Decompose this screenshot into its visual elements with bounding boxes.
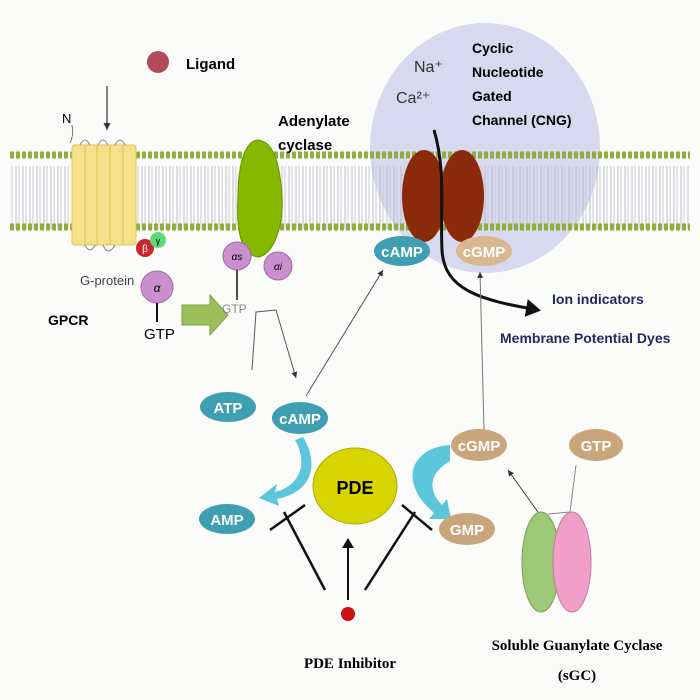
calcium-label: Ca²⁺ xyxy=(396,90,430,107)
cgmp-hydrolysis-arrow xyxy=(412,445,451,519)
inhibit-cgmp-bar xyxy=(401,504,433,531)
amp-oval xyxy=(199,504,255,534)
cng-line-4: Channel (CNG) xyxy=(472,112,572,128)
alpha-i-subunit xyxy=(263,251,293,281)
gpcr-label: GPCR xyxy=(48,312,88,328)
atp-label: ATP xyxy=(214,400,243,417)
gmp-label: GMP xyxy=(450,522,484,539)
atp-to-camp-conversion xyxy=(251,309,298,379)
cng-title: Cyclic Nucleotide Gated Channel (CNG) xyxy=(472,40,572,128)
camp-oval xyxy=(272,402,328,434)
cng-line-3: Gated xyxy=(472,88,512,104)
cng-line-2: Nucleotide xyxy=(472,64,544,80)
atp-oval xyxy=(200,392,256,422)
membrane-dyes-label: Membrane Potential Dyes xyxy=(500,330,671,346)
adenylate-label: Adenylate xyxy=(278,113,350,130)
amp-label: AMP xyxy=(210,512,243,529)
alpha-s-label: αs xyxy=(232,252,243,263)
cgmp-channel-label: cGMP xyxy=(463,244,506,261)
ion-indicators-label: Ion indicators xyxy=(552,291,644,307)
activation-arrow xyxy=(181,293,229,337)
sgc-to-cgmp-arrow xyxy=(507,469,541,516)
pde-inhibitor-label: PDE Inhibitor xyxy=(304,656,396,672)
cgmp-to-channel-arrow xyxy=(477,271,485,431)
n-terminus-tail xyxy=(69,124,74,144)
gpcr-receptor xyxy=(71,139,137,252)
beta-label: β xyxy=(142,244,148,255)
gtp-sgc-oval xyxy=(569,429,623,461)
cgmp-channel-oval xyxy=(456,236,512,266)
cng-line-1: Cyclic xyxy=(472,40,513,56)
sgc-subunit-pink xyxy=(552,511,592,613)
gamma-label: γ xyxy=(156,236,161,246)
cng-highlight-circle xyxy=(370,23,600,273)
g-gamma-subunit xyxy=(150,232,166,248)
pde-label: PDE xyxy=(336,478,373,498)
gtp-sgc-label: GTP xyxy=(581,438,612,455)
sodium-label: Na⁺ xyxy=(414,59,443,76)
pde-inhibitor-molecule xyxy=(341,607,355,621)
adenylate-cyclase-enzyme xyxy=(237,139,283,258)
camp-hydrolysis-arrow xyxy=(259,437,312,506)
cgmp-oval xyxy=(451,429,507,461)
sgc-label: Soluble Guanylate Cyclase xyxy=(492,638,663,654)
cng-channel-right xyxy=(440,150,484,242)
cyclase-label: cyclase xyxy=(278,137,332,154)
camp-label: cAMP xyxy=(279,411,321,428)
inhibit-camp-bar xyxy=(269,503,306,532)
gtp-to-sgc-line xyxy=(547,464,577,515)
gtp-ac-label: GTP xyxy=(222,302,247,316)
pde-enzyme xyxy=(312,447,398,525)
ion-flux-arrow xyxy=(432,129,541,317)
cgmp-label: cGMP xyxy=(458,438,501,455)
camp-to-channel-arrow xyxy=(305,269,384,397)
gmp-oval xyxy=(439,513,495,545)
camp-channel-oval xyxy=(374,236,430,266)
alpha-i-label: αi xyxy=(274,262,283,273)
g-beta-subunit xyxy=(136,239,154,257)
inhibit-cgmp-line xyxy=(363,511,417,591)
n-terminus-label: N xyxy=(62,111,71,126)
gtp-alpha-label: GTP xyxy=(144,326,175,343)
ligand-label: Ligand xyxy=(186,56,235,73)
camp-channel-label: cAMP xyxy=(381,244,423,261)
cng-channel-left xyxy=(402,150,446,242)
ligand-molecule xyxy=(147,51,169,73)
alpha-label: α xyxy=(154,281,162,295)
inhibit-camp-line xyxy=(282,511,327,591)
g-protein-label: G-protein xyxy=(80,273,134,288)
sgc-abbrev-label: (sGC) xyxy=(558,668,596,684)
